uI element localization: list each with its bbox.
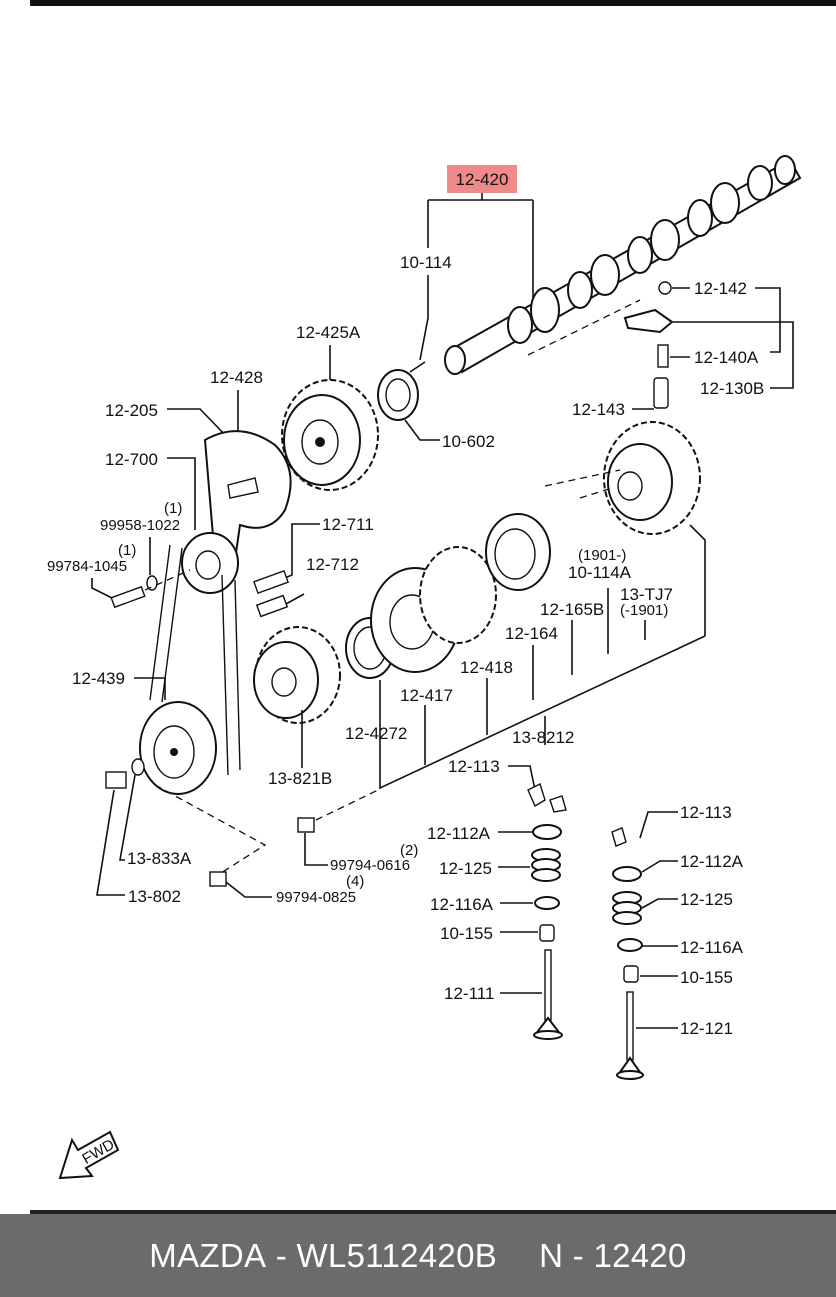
spring-12-125-b (612, 891, 642, 925)
label-1901a[interactable]: (1901-) (578, 547, 626, 564)
cam-sprocket-13-TJ7 (603, 421, 701, 535)
footer-brand: MAZDA (149, 1236, 267, 1274)
label-12-428[interactable]: 12-428 (210, 368, 263, 387)
pin-12-712 (255, 594, 289, 618)
camshaft (444, 155, 802, 375)
label-12-140A[interactable]: 12-140A (694, 348, 759, 367)
label-12-712[interactable]: 12-712 (306, 555, 359, 574)
label-q1b[interactable]: (1) (118, 542, 136, 559)
label-12-205[interactable]: 12-205 (105, 401, 158, 420)
label-12-417[interactable]: 12-417 (400, 686, 453, 705)
label-12-113-a[interactable]: 12-113 (448, 757, 500, 776)
label-13-833A[interactable]: 13-833A (127, 849, 192, 868)
top-border (30, 0, 836, 6)
oil-seal-10-602 (377, 369, 419, 421)
sprocket-12-418 (419, 546, 497, 644)
timing-cover (203, 430, 292, 561)
label-13-8212[interactable]: 13-8212 (512, 728, 574, 747)
label-12-125-b[interactable]: 12-125 (680, 890, 733, 909)
footer-ref-prefix: N (539, 1236, 564, 1274)
bolt-13-802 (105, 771, 127, 789)
label-10-114A[interactable]: 10-114A (568, 563, 632, 582)
label-12-711[interactable]: 12-711 (322, 515, 374, 534)
label-12-112A-b[interactable]: 12-112A (680, 852, 744, 871)
footer-divider (30, 1210, 836, 1214)
footer-ref-number: 12420 (593, 1236, 687, 1274)
tensioner-pulley (181, 532, 239, 594)
cam-pulley (281, 379, 379, 491)
bolt-99794-0616 (297, 817, 315, 833)
label-99794-0825[interactable]: 99794-0825 (276, 889, 356, 906)
stem-seal-10-155-b (623, 965, 639, 983)
label-99784-1045[interactable]: 99784-1045 (47, 558, 127, 575)
label-12-116A-b[interactable]: 12-116A (680, 938, 744, 957)
retainer-12-112A-a (532, 824, 562, 840)
label-12-420[interactable]: 12-420 (456, 170, 509, 189)
lash-adjuster (653, 377, 669, 409)
label-12-125-a[interactable]: 12-125 (439, 859, 492, 878)
label-12-112A-a[interactable]: 12-112A (427, 824, 491, 843)
label-12-143[interactable]: 12-143 (572, 400, 625, 419)
label-10-602[interactable]: 10-602 (442, 432, 495, 451)
label-12-116A-a[interactable]: 12-116A (430, 895, 494, 914)
label-q4[interactable]: (4) (346, 873, 364, 890)
exhaust-valve-12-121 (616, 991, 644, 1080)
label-13-821B[interactable]: 13-821B (268, 769, 332, 788)
label-q1a[interactable]: (1) (164, 500, 182, 517)
label-10-155-a[interactable]: 10-155 (440, 924, 493, 943)
parts-diagram: 12-420 10-114 12-142 12-140A 12-130B 12-… (47, 155, 802, 1180)
label-12-425A[interactable]: 12-425A (296, 323, 361, 342)
bolt-99784 (110, 585, 146, 609)
bolt-12-428 (227, 477, 259, 499)
keepers-12-113-a (527, 783, 567, 813)
label-1901b[interactable]: (-1901) (620, 602, 668, 619)
label-10-114[interactable]: 10-114 (400, 253, 452, 272)
timing-belt (149, 544, 241, 776)
label-12-142[interactable]: 12-142 (694, 279, 747, 298)
label-10-155-b[interactable]: 10-155 (680, 968, 733, 987)
label-12-121[interactable]: 12-121 (680, 1019, 733, 1038)
bolt-99794-0825 (209, 871, 227, 887)
footer-separator: - (266, 1236, 297, 1274)
fwd-arrow-icon: FWD (58, 1130, 120, 1180)
highlight-box (447, 165, 517, 193)
keepers-12-113-b (611, 827, 627, 847)
spring-12-125-a (531, 848, 561, 882)
seal-12-164 (485, 513, 551, 591)
rocker-arm (623, 308, 674, 334)
footer-bar: MAZDA - WL5112420B N - 12420 (0, 1214, 836, 1297)
label-12-418[interactable]: 12-418 (460, 658, 513, 677)
label-13-TJ7[interactable]: 13-TJ7 (620, 585, 673, 604)
label-12-113-b[interactable]: 12-113 (680, 803, 732, 822)
label-12-700[interactable]: 12-700 (105, 450, 158, 469)
label-12-111[interactable]: 12-111 (444, 984, 494, 1003)
footer-separator-2: - (563, 1236, 594, 1274)
crank-sprocket (253, 626, 341, 724)
footer-part-number: WL5112420B (296, 1236, 498, 1274)
label-12-165B[interactable]: 12-165B (540, 600, 604, 619)
label-q2[interactable]: (2) (400, 842, 418, 859)
seat-12-116A-b (617, 938, 643, 952)
label-13-802[interactable]: 13-802 (128, 887, 181, 906)
nut-12-142 (658, 281, 672, 295)
label-12-439[interactable]: 12-439 (72, 669, 125, 688)
label-99794-0616[interactable]: 99794-0616 (330, 857, 410, 874)
label-12-164[interactable]: 12-164 (505, 624, 558, 643)
label-12-130B[interactable]: 12-130B (700, 379, 764, 398)
washer-99958 (146, 575, 158, 591)
stem-seal-10-155-a (539, 924, 555, 942)
label-99958-1022[interactable]: 99958-1022 (100, 517, 180, 534)
intake-valve-12-111 (532, 949, 564, 1040)
adjust-screw (657, 344, 669, 368)
seat-12-116A-a (534, 896, 560, 910)
crank-pulley (139, 701, 217, 795)
retainer-12-112A-b (612, 866, 642, 882)
label-12-4272[interactable]: 12-4272 (345, 724, 407, 743)
spring-12-711 (253, 569, 289, 595)
washer-13-833A (131, 758, 145, 776)
